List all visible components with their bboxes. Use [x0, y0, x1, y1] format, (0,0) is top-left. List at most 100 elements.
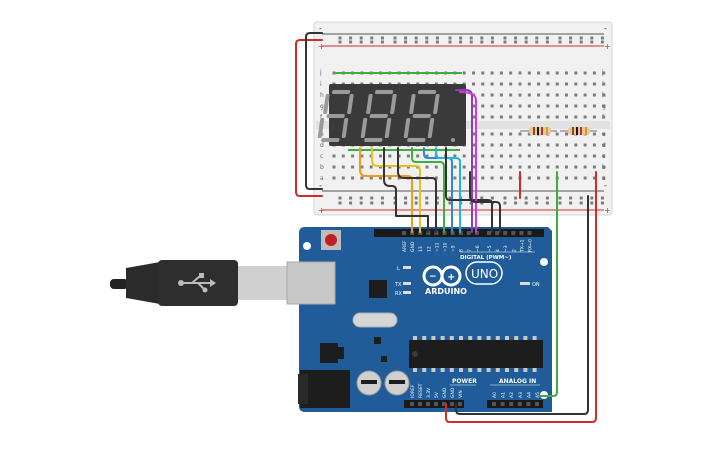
rail-hole: [370, 36, 374, 40]
analog-pin-socket[interactable]: [500, 402, 505, 406]
digital-pin-socket[interactable]: [527, 231, 532, 235]
rail-hole: [558, 36, 562, 40]
digital-pin-socket[interactable]: [466, 231, 471, 235]
wire-black-gnd[interactable]: [455, 195, 589, 415]
digital-pin-socket[interactable]: [450, 231, 455, 235]
wire-black-left-rail[interactable]: [305, 32, 323, 190]
row-label-a: a: [320, 175, 324, 182]
breadboard-hole: [527, 143, 531, 147]
resistor-1-band: [533, 127, 535, 135]
breadboard-hole: [565, 143, 568, 147]
wire-green[interactable]: [411, 147, 445, 233]
power-pin-label: VIN: [458, 390, 464, 398]
voltage-regulator: [320, 343, 338, 363]
digital-pin-socket[interactable]: [519, 231, 524, 235]
breadboard-hole: [527, 115, 531, 119]
logo-minus: −: [429, 272, 437, 282]
analog-header[interactable]: [487, 400, 543, 408]
wire-red-left-rail[interactable]: [295, 39, 323, 197]
breadboard-hole: [379, 154, 382, 158]
breadboard-hole: [332, 165, 336, 169]
breadboard-hole: [527, 71, 531, 75]
breadboard-hole: [462, 71, 466, 75]
segment: [433, 94, 440, 114]
wire-black-1[interactable]: [383, 147, 429, 233]
row-label-f-right: f: [602, 114, 605, 121]
breadboard-hole: [481, 93, 485, 97]
seven-segment-display[interactable]: [317, 84, 466, 146]
wire-black-4[interactable]: [469, 171, 501, 233]
breadboard-hole: [425, 154, 429, 158]
digital-pin-socket[interactable]: [458, 231, 463, 235]
uno-badge: [465, 261, 503, 285]
rail-hole: [480, 196, 484, 200]
resistor-1-band: [546, 127, 548, 135]
digital-pin-socket[interactable]: [410, 231, 415, 235]
power-pin-socket[interactable]: [450, 402, 454, 406]
digital-pin-socket[interactable]: [402, 231, 406, 235]
wire-red-5v[interactable]: [445, 171, 597, 423]
chip-pin: [486, 368, 491, 372]
digital-pin-socket[interactable]: [503, 231, 508, 235]
led-label-tx: TX: [394, 282, 402, 288]
breadboard-hole: [499, 104, 503, 108]
breadboard-hole: [388, 154, 392, 158]
digital-pin-socket[interactable]: [474, 231, 479, 235]
rail-hole: [338, 196, 342, 200]
wire-magenta[interactable]: [459, 91, 477, 233]
resistor-1-band: [541, 127, 543, 135]
usb-cable[interactable]: [110, 260, 288, 306]
digital-pin-socket[interactable]: [487, 231, 491, 235]
resistor-1[interactable]: [520, 127, 557, 135]
breadboard-hole: [527, 82, 531, 86]
digital-pin-socket[interactable]: [511, 231, 516, 235]
digital-pin-label: ~5: [487, 245, 493, 252]
usb-cable-end: [110, 279, 128, 289]
analog-pin-socket[interactable]: [509, 402, 514, 406]
breadboard-hole: [481, 132, 485, 136]
rail-hole: [503, 36, 507, 40]
analog-pin-socket[interactable]: [526, 402, 531, 406]
analog-pin-socket[interactable]: [492, 402, 496, 406]
breadboard-hole: [481, 143, 485, 147]
power-pin-socket[interactable]: [410, 402, 414, 406]
breadboard-hole: [565, 154, 568, 158]
digital-pin-socket[interactable]: [495, 231, 500, 235]
power-pin-socket[interactable]: [458, 402, 462, 406]
rail-hole: [448, 36, 452, 40]
wire-purple[interactable]: [455, 89, 473, 233]
chip-pin: [495, 336, 500, 340]
power-pin-socket[interactable]: [442, 402, 446, 406]
chip-pin: [532, 336, 537, 340]
wire-green-analog[interactable]: [539, 171, 558, 397]
resistor-1-band: [537, 127, 539, 135]
digital-pin-socket[interactable]: [434, 231, 439, 235]
led-l: [403, 266, 411, 269]
analog-pin-socket[interactable]: [517, 402, 522, 406]
wire-cyan[interactable]: [435, 147, 461, 233]
breadboard-hole: [341, 176, 345, 180]
capacitor-mark: [361, 380, 377, 384]
chip-pins: [413, 336, 537, 372]
row-label-d-right: d: [602, 142, 606, 149]
breadboard-hole: [592, 154, 596, 158]
digital-pin-socket[interactable]: [442, 231, 447, 235]
power-pin-socket[interactable]: [426, 402, 430, 406]
resistor-2[interactable]: [560, 127, 597, 135]
breadboard-hole: [425, 165, 429, 169]
analog-pin-socket[interactable]: [535, 402, 539, 406]
wire-black-2[interactable]: [397, 147, 437, 233]
digital-pin-socket[interactable]: [426, 231, 431, 235]
chip-pin: [495, 368, 500, 372]
breadboard-hole: [481, 154, 485, 158]
rail-hole: [579, 196, 583, 200]
breadboard-hole: [602, 176, 606, 180]
chip-pin: [431, 336, 436, 340]
reset-button-cap[interactable]: [325, 234, 337, 246]
breadboard-hole: [509, 176, 513, 180]
digital-pin-socket[interactable]: [418, 231, 423, 235]
power-pin-socket[interactable]: [418, 402, 422, 406]
power-pin-socket[interactable]: [434, 402, 438, 406]
digital-pin-label: 4: [495, 249, 501, 252]
